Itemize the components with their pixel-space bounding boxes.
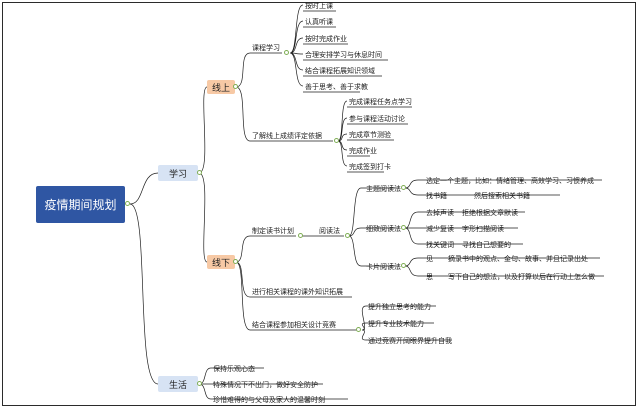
link-theme-notes [404,179,602,196]
topic-online[interactable]: 线上 [207,80,235,94]
topic-reading-plan[interactable]: 制定读书计划 [252,227,294,235]
card-key[interactable]: 思 [426,273,433,281]
link-offline-reading [235,235,296,263]
link-course-underline [303,10,388,93]
link-competition-items [361,305,452,341]
method-collapse-dot[interactable] [345,233,350,238]
topic-study-label: 学习 [168,169,187,180]
detail-collapse-dot[interactable] [401,225,406,230]
life-collapse-dot[interactable] [197,381,202,386]
root-title: 疫情期间规划 [44,198,117,212]
eval-item[interactable]: 参与课程活动讨论 [349,115,405,123]
link-offline-extension [235,261,352,298]
eval-item[interactable]: 完成课程任务点学习 [349,98,412,106]
card-key[interactable]: 见 [426,255,433,263]
topic-extension[interactable]: 进行相关课程的课外知识拓展 [252,288,343,296]
topic-card-reading[interactable]: 卡片阅读法 [366,263,401,271]
topic-theme-reading[interactable]: 主题阅读法 [366,185,401,193]
root-topic[interactable]: 疫情期间规划 [36,186,125,223]
course-item[interactable]: 合理安排学习与休息时间 [305,51,382,59]
detail-key[interactable]: 减少复读 [426,225,454,233]
course-item[interactable]: 按时完成作业 [305,35,347,43]
competition-item[interactable]: 通过竞赛开阔眼界提升自我 [368,337,452,345]
theme-note-key[interactable]: 找书籍 [426,192,447,200]
detail-key[interactable]: 去掉声读 [426,209,454,217]
theme-note-value[interactable]: 然后搜索相关书籍 [474,192,530,200]
link-detail-rows [404,211,525,245]
link-course-items [289,4,304,87]
theme-collapse-dot[interactable] [401,185,406,190]
theme-note[interactable]: 选定一个主题，比如：情绪管理、高效学习、习惯养成 [426,177,594,185]
link-offline-competition [235,261,357,331]
card-value[interactable]: 摘录书中的观点、金句、故事、并且记录出处 [448,255,588,263]
link-eval-items [337,100,348,167]
course-item[interactable]: 善于思考、善于求教 [305,83,368,91]
link-card-rows [404,257,604,277]
offline-collapse-dot[interactable] [233,259,238,264]
course-item[interactable]: 按时上课 [305,2,333,10]
detail-value[interactable]: 寻找自己想要的 [462,241,511,249]
competition-item[interactable]: 提升专业技术能力 [368,320,424,328]
course-item[interactable]: 认真听课 [305,18,333,26]
eval-collapse-dot[interactable] [334,138,339,143]
link-online-eval [235,86,333,142]
detail-value[interactable]: 拒绝根据文章默读 [462,209,518,217]
link-study-offline [198,172,208,263]
topic-offline[interactable]: 线下 [207,255,235,269]
card-collapse-dot[interactable] [401,263,406,268]
topic-life-label: 生活 [168,380,187,391]
study-collapse-dot[interactable] [197,170,202,175]
eval-item[interactable]: 完成章节测验 [349,131,391,139]
detail-value[interactable]: 字形扫描阅读 [462,225,504,233]
life-item[interactable]: 特殊情况下不出门，做好安全防护 [213,381,318,389]
link-root-study [129,172,159,205]
competition-item[interactable]: 提升独立思考的能力 [368,303,431,311]
topic-competition[interactable]: 结合课程参加相关设计竞赛 [252,321,336,329]
course-collapse-dot[interactable] [284,50,289,55]
topic-course-study[interactable]: 课程学习 [252,44,280,52]
topic-online-label: 线上 [211,83,230,94]
link-root-life [129,203,159,385]
topic-offline-label: 线下 [211,258,230,269]
root-collapse-dot[interactable] [125,201,130,206]
topic-detail-reading[interactable]: 细致阅读法 [366,225,401,233]
life-item[interactable]: 珍惜难得的与父母及家人的温馨时刻 [213,396,325,404]
life-item[interactable]: 保持乐观心态 [213,365,255,373]
eval-item[interactable]: 完成作业 [349,147,377,155]
course-item[interactable]: 结合课程拓展知识领域 [305,67,375,75]
competition-collapse-dot[interactable] [356,327,361,332]
link-study-online [198,86,208,174]
reading-collapse-dot[interactable] [298,233,303,238]
topic-life[interactable]: 生活 [158,376,198,392]
link-online-course [235,52,282,88]
detail-key[interactable]: 找关键词 [426,241,454,249]
topic-evaluation[interactable]: 了解线上成绩评定依据 [252,132,322,140]
eval-item[interactable]: 完成签到打卡 [349,163,391,171]
frame-border [2,2,636,406]
topic-study[interactable]: 学习 [158,165,198,181]
topic-reading-method[interactable]: 阅读法 [319,227,340,235]
link-eval-underline [347,106,412,173]
online-collapse-dot[interactable] [233,84,238,89]
card-value[interactable]: 写下自己的想法，以及打算以后在行动上怎么做 [448,273,595,281]
link-method-branches [348,187,400,267]
